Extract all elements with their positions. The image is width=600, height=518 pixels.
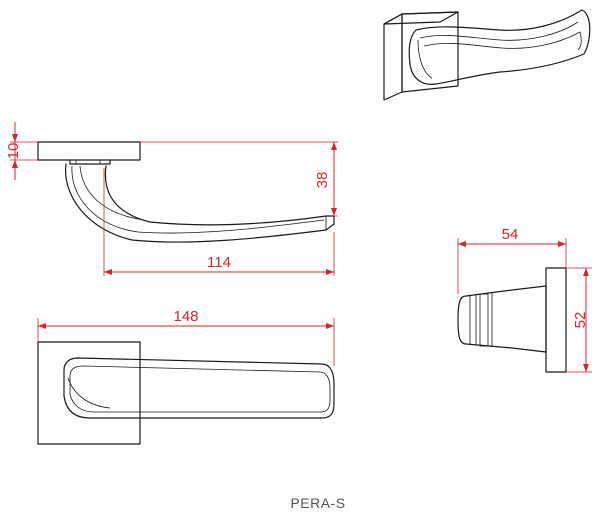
top-view (37, 341, 335, 445)
dimension-label-rose-to-handle: 54 (502, 226, 519, 243)
dimension-rose-thickness: 10 (5, 122, 38, 180)
end-view (457, 267, 567, 373)
dimension-label-overall-length: 148 (173, 308, 198, 325)
dimension-label-lever-drop: 38 (314, 172, 331, 189)
side-view (37, 141, 335, 243)
dimension-lever-projection: 114 (103, 168, 335, 276)
model-caption: PERA-S (290, 495, 345, 511)
dimension-rose-to-handle: 54 (457, 226, 567, 294)
dimension-label-lever-projection: 114 (207, 254, 231, 271)
dimension-label-rose-size: 52 (572, 312, 589, 329)
dimension-lever-drop: 38 (140, 141, 338, 217)
perspective-view (383, 9, 591, 101)
dimension-overall-length: 148 (37, 308, 335, 366)
dimension-rose-size: 52 (566, 267, 592, 373)
dimension-label-rose-thickness: 10 (5, 143, 22, 160)
